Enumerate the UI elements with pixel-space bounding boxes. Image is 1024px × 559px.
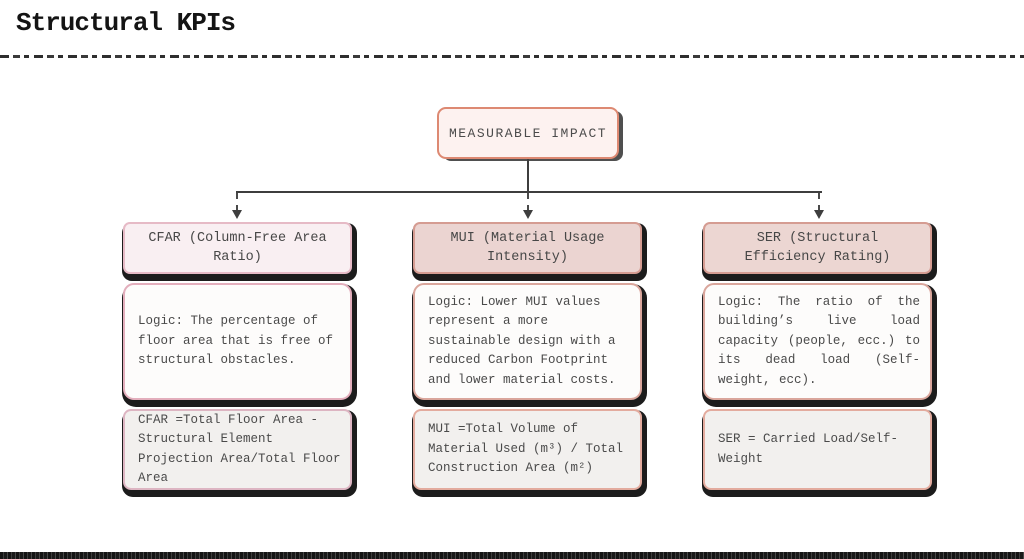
connector-horizontal	[236, 191, 822, 193]
kpi-mui-formula-text: MUI =Total Volume of Material Used (m³) …	[428, 422, 624, 476]
kpi-mui-formula-box: MUI =Total Volume of Material Used (m³) …	[413, 409, 642, 490]
arrow-down-icon	[523, 210, 533, 219]
connector-drop-cfar	[236, 193, 238, 211]
kpi-column-cfar: CFAR (Column-Free Area Ratio) Logic: The…	[123, 0, 352, 559]
kpi-cfar-logic-box: Logic: The percentage of floor area that…	[123, 283, 352, 400]
kpi-ser-formula-text: SER = Carried Load/Self- Weight	[718, 432, 899, 466]
kpi-cfar-header-label: CFAR (Column-Free Area Ratio)	[148, 231, 327, 265]
bottom-torn-edge	[0, 552, 1024, 559]
root-node-label: MEASURABLE IMPACT	[448, 125, 608, 141]
kpi-mui-logic-box: Logic: Lower MUI values represent a more…	[413, 283, 642, 400]
root-node-measurable-impact: MEASURABLE IMPACT	[437, 107, 619, 159]
kpi-mui-header-label: MUI (Material Usage Intensity)	[450, 231, 605, 265]
kpi-mui-header-box: MUI (Material Usage Intensity)	[413, 222, 642, 274]
kpi-mui-logic-text: Logic: Lower MUI values represent a more…	[428, 294, 616, 387]
connector-drop-ser	[818, 193, 820, 211]
arrow-down-icon	[232, 210, 242, 219]
arrow-down-icon	[814, 210, 824, 219]
kpi-ser-formula-box: SER = Carried Load/Self- Weight	[703, 409, 932, 490]
connector-stem	[527, 159, 529, 192]
kpi-column-ser: SER (Structural Efficiency Rating) Logic…	[703, 0, 932, 559]
title-divider	[0, 55, 1024, 58]
kpi-cfar-formula-text: CFAR =Total Floor Area - Structural Elem…	[138, 412, 341, 486]
page-title: Structural KPIs	[16, 8, 236, 38]
kpi-ser-header-label: SER (Structural Efficiency Rating)	[744, 231, 891, 265]
kpi-column-mui: MUI (Material Usage Intensity) Logic: Lo…	[413, 0, 642, 559]
kpi-ser-header-box: SER (Structural Efficiency Rating)	[703, 222, 932, 274]
connector-drop-mui	[527, 193, 529, 211]
kpi-ser-logic-box: Logic: The ratio of the building’s live …	[703, 283, 932, 400]
kpi-cfar-formula-box: CFAR =Total Floor Area - Structural Elem…	[123, 409, 352, 490]
kpi-cfar-logic-text: Logic: The percentage of floor area that…	[138, 314, 334, 368]
kpi-cfar-header-box: CFAR (Column-Free Area Ratio)	[123, 222, 352, 274]
kpi-ser-logic-text: Logic: The ratio of the building’s live …	[718, 294, 920, 387]
